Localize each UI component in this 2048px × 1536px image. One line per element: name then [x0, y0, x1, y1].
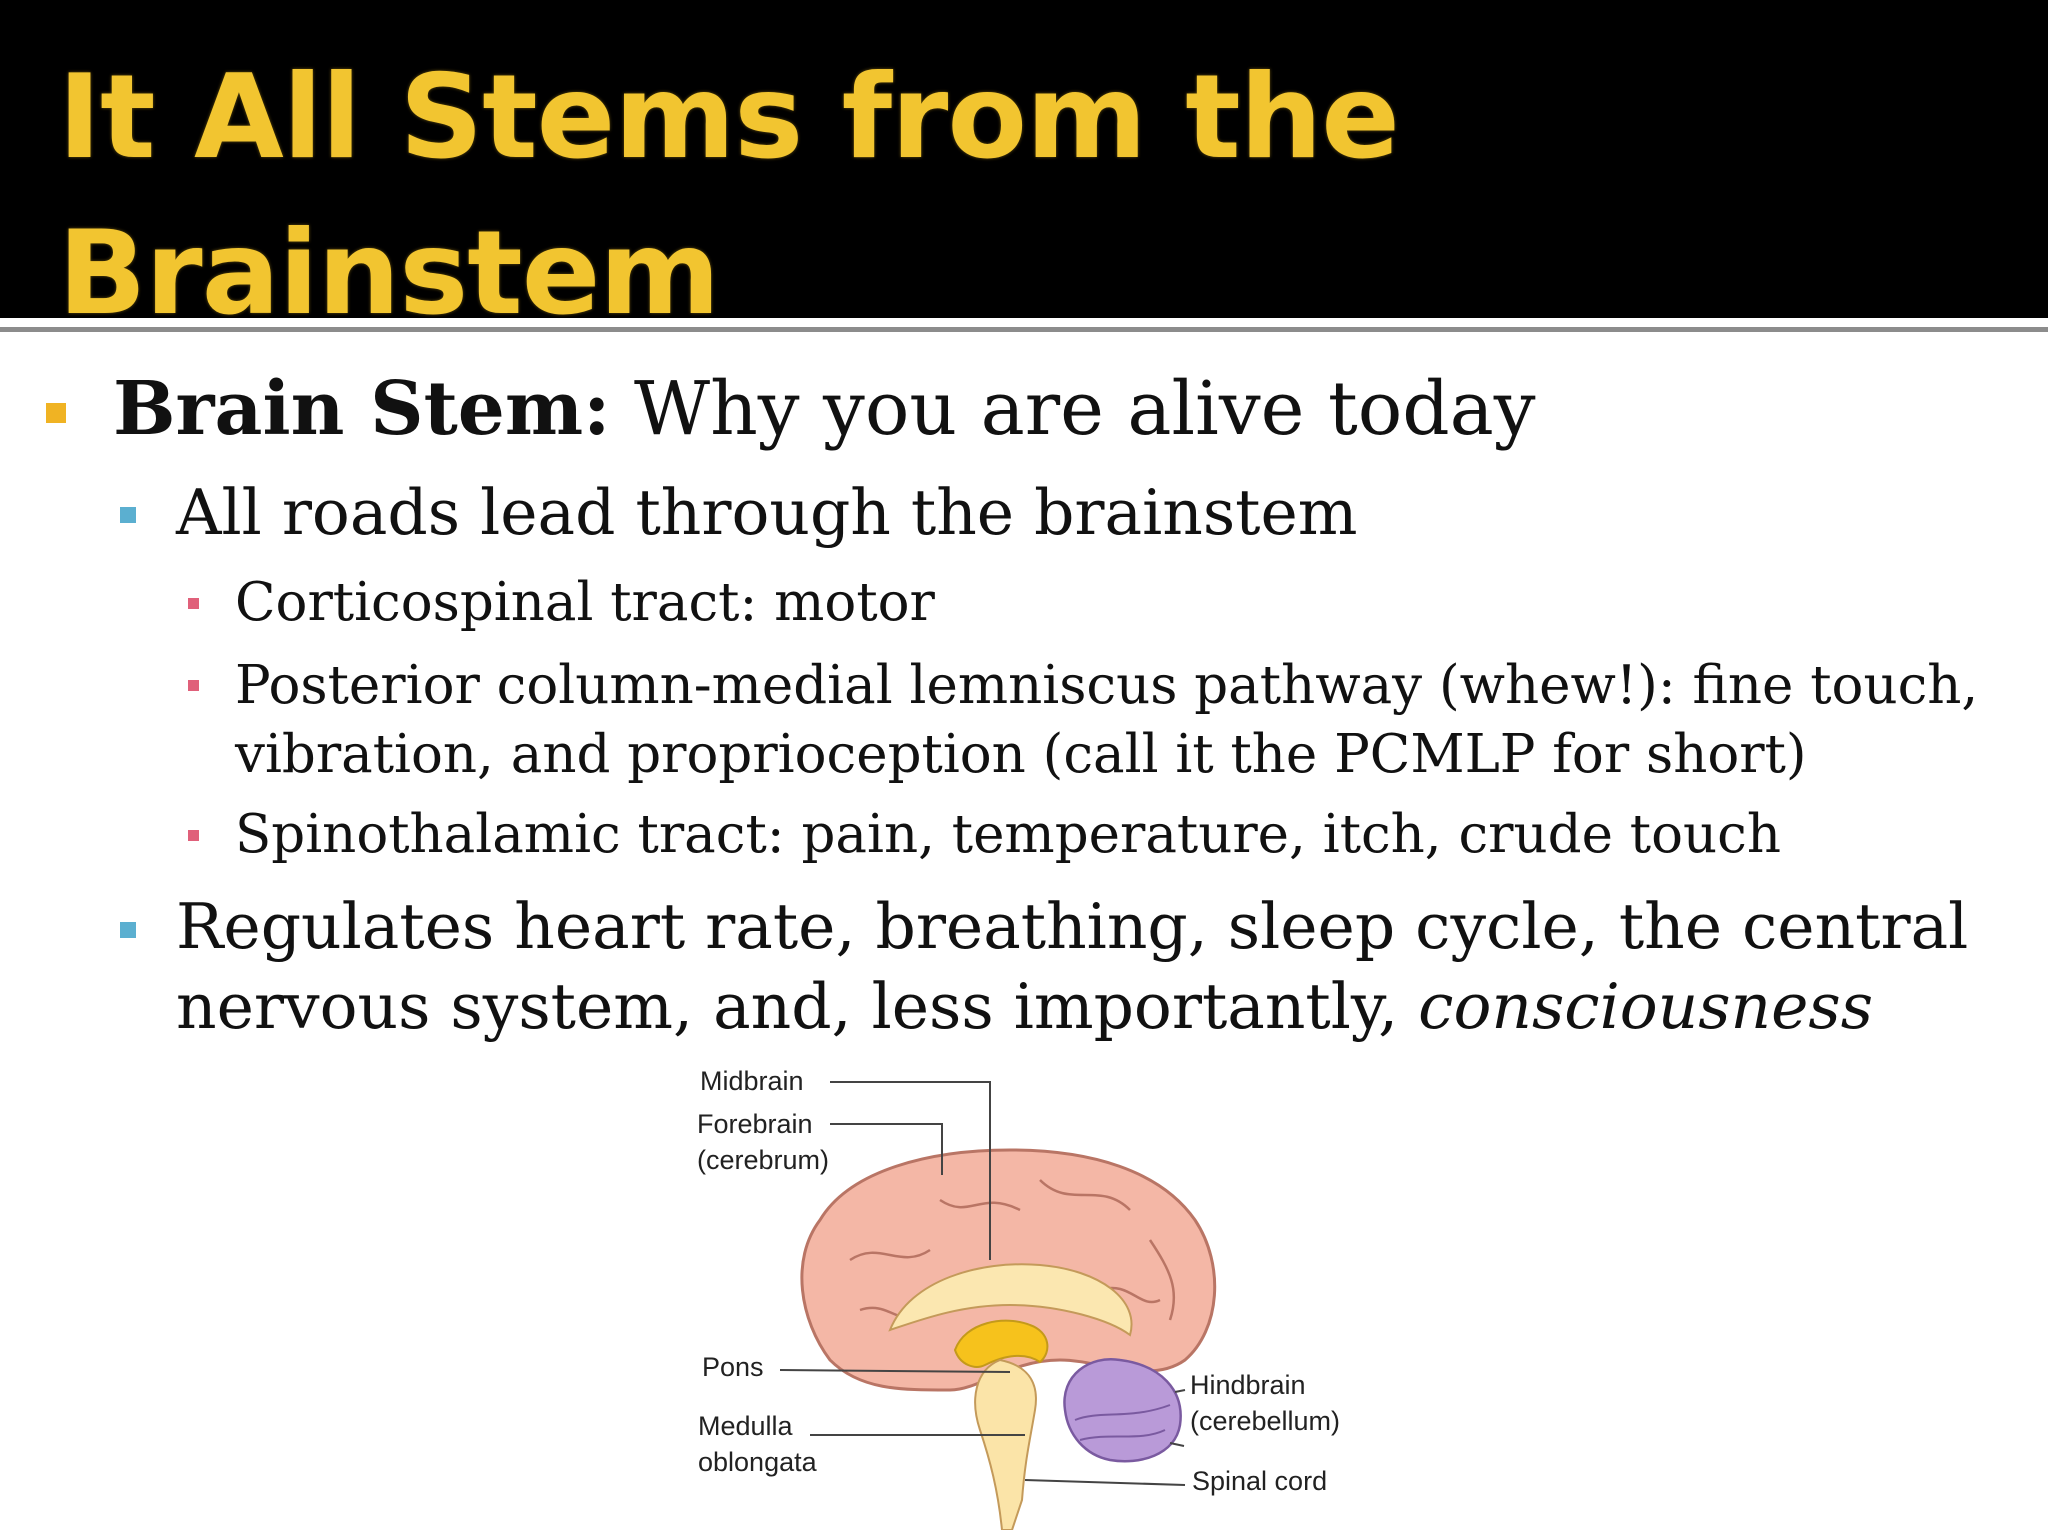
- bullet-pcmlp-line-2: vibration, and proprioception (call it t…: [235, 724, 1807, 785]
- bullet-square-icon: [46, 403, 66, 423]
- bullet-spinothalamic: Spinothalamic tract: pain, temperature, …: [235, 804, 1781, 865]
- bullet-regulates-emphasis: consciousness: [1418, 970, 1874, 1043]
- bullet-brain-stem-text: Why you are alive today: [610, 366, 1536, 452]
- bullet-square-icon: [120, 507, 136, 523]
- medulla-label: Medulla: [698, 1411, 794, 1441]
- oblongata-label: oblongata: [698, 1447, 818, 1477]
- bullet-corticospinal: Corticospinal tract: motor: [235, 572, 935, 633]
- title-divider: [0, 327, 2048, 332]
- cerebellum-label: (cerebellum): [1190, 1406, 1340, 1436]
- bullet-square-icon: [120, 922, 136, 938]
- cerebrum-label: (cerebrum): [697, 1145, 829, 1175]
- midbrain-label: Midbrain: [700, 1066, 804, 1096]
- bullet-brain-stem-term: Brain Stem:: [113, 366, 611, 452]
- pons-label: Pons: [702, 1352, 764, 1382]
- hindbrain-label: Hindbrain: [1190, 1370, 1306, 1400]
- bullet-pcmlp-line-1: Posterior column-medial lemniscus pathwa…: [235, 655, 1979, 716]
- cerebellum-shape: [1063, 1358, 1182, 1463]
- bullet-brain-stem: Brain Stem: Why you are alive today: [113, 366, 1536, 452]
- bullet-regulates-line-2-text: nervous system, and, less importantly,: [176, 970, 1419, 1043]
- brain-diagram: Midbrain Forebrain (cerebrum) Pons Medul…: [680, 1060, 1380, 1530]
- midbrain-shape: [953, 1319, 1049, 1368]
- bullet-regulates-line-1: Regulates heart rate, breathing, sleep c…: [176, 890, 1969, 963]
- bullet-all-roads: All roads lead through the brainstem: [176, 476, 1358, 549]
- brainstem-shape: [974, 1358, 1037, 1530]
- bullet-square-icon: [188, 598, 199, 609]
- bullet-square-icon: [188, 830, 199, 841]
- spinal-cord-label: Spinal cord: [1192, 1466, 1327, 1496]
- bullet-square-icon: [188, 680, 199, 691]
- slide-title-line-2: Brainstem: [58, 206, 720, 341]
- title-bar: It All Stems from the Brainstem: [0, 0, 2048, 341]
- slide-title: It All Stems from the Brainstem: [58, 40, 1558, 352]
- bullet-regulates-line-2: nervous system, and, less importantly, c…: [176, 970, 1873, 1043]
- forebrain-label: Forebrain: [697, 1109, 813, 1139]
- slide-title-line-1: It All Stems from the: [58, 50, 1400, 185]
